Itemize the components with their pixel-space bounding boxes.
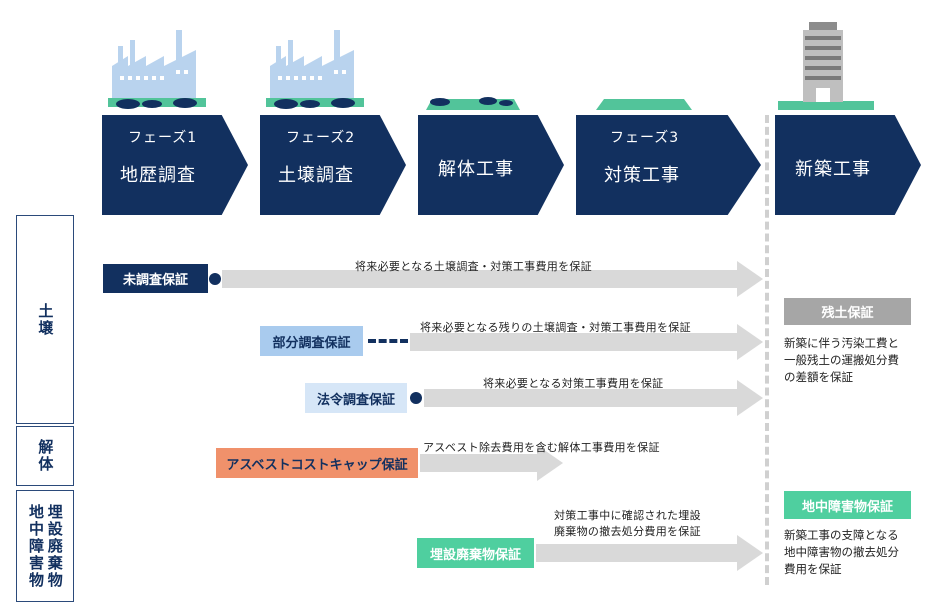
category-obstacle-label: 地中障害物 xyxy=(27,503,45,589)
phase-illustrations xyxy=(108,22,874,110)
underground-obstacle-guarantee-title: 地中障害物保証 xyxy=(784,491,911,519)
phase-2-sub: フェーズ2 xyxy=(286,130,356,146)
arrow-bar xyxy=(536,544,738,562)
phase-1-title: 地歴調査 xyxy=(120,165,196,186)
partial-survey-guarantee-desc: 将来必要となる残りの土壌調査・対策工事費用を保証 xyxy=(420,321,691,334)
category-waste-label: 埋設廃棄物 xyxy=(45,503,64,589)
phase-1-sub: フェーズ1 xyxy=(128,130,198,146)
phase-3-title: 対策工事 xyxy=(604,165,680,186)
surplus-soil-guarantee-desc-3: の差額を保証 xyxy=(784,370,853,384)
arrow-bar xyxy=(222,270,738,288)
start-dot xyxy=(410,392,422,404)
phase-demolition-title: 解体工事 xyxy=(438,159,514,180)
surplus-soil-guarantee-title: 残土保証 xyxy=(784,298,911,325)
dashed-line xyxy=(368,339,408,343)
phase-2: フェーズ2 土壌調査 xyxy=(260,115,406,215)
category-soil-label: 土壌 xyxy=(36,302,55,337)
buried-waste-guarantee-label: 埋設廃棄物保証 xyxy=(417,538,534,568)
arrow-bar xyxy=(410,333,738,351)
buried-waste-guarantee-desc-line1: 対策工事中に確認された埋設 xyxy=(554,509,701,522)
underground-obstacle-guarantee-desc-1: 新築工事の支障となる xyxy=(784,528,899,542)
unsurveyed-guarantee-label: 未調査保証 xyxy=(103,264,208,293)
underground-obstacle-guarantee-desc-3: 費用を保証 xyxy=(784,562,842,576)
arrow-head xyxy=(737,324,763,360)
category-soil: 土壌 xyxy=(16,215,74,424)
phase-2-title: 土壌調査 xyxy=(278,165,354,186)
phase-3-sub: フェーズ3 xyxy=(610,130,680,146)
underground-obstacle-guarantee-desc-2: 地中障害物の撤去処分 xyxy=(784,545,899,559)
asbestos-guarantee-desc: アスベスト除去費用を含む解体工事費用を保証 xyxy=(423,441,660,454)
ground-rubble-icon xyxy=(426,97,520,110)
unsurveyed-guarantee-desc: 将来必要となる土壌調査・対策工事費用を保証 xyxy=(355,260,592,273)
legal-survey-guarantee-desc: 将来必要となる対策工事費用を保証 xyxy=(483,377,664,390)
arrow-bar xyxy=(420,454,538,472)
category-demolition: 解体 xyxy=(16,426,74,486)
phase-construction-title: 新築工事 xyxy=(795,159,871,180)
legal-survey-guarantee-label: 法令調査保証 xyxy=(305,383,407,413)
category-demolition-label: 解体 xyxy=(36,439,55,473)
start-dot xyxy=(209,273,221,285)
arrow-head xyxy=(737,535,763,571)
surplus-soil-guarantee-desc-1: 新築に伴う汚染工費と xyxy=(784,336,899,350)
category-buried: 地中障害物 埋設廃棄物 xyxy=(16,490,74,602)
arrow-head xyxy=(737,380,763,416)
buried-waste-guarantee-desc-line2: 廃棄物の撤去処分費用を保証 xyxy=(554,525,701,538)
building-icon xyxy=(778,22,874,110)
factory-icon xyxy=(266,30,364,109)
divider xyxy=(765,115,769,585)
asbestos-guarantee-label: アスベストコストキャップ保証 xyxy=(216,448,418,478)
surplus-soil-guarantee-desc-2: 一般残土の運搬処分費 xyxy=(784,353,899,367)
phase-3: フェーズ3 対策工事 xyxy=(576,115,761,215)
arrow-bar xyxy=(424,389,738,407)
arrow-head xyxy=(737,261,763,297)
phase-demolition: 解体工事 xyxy=(418,115,564,215)
ground-flat-icon xyxy=(596,99,692,110)
partial-survey-guarantee-label: 部分調査保証 xyxy=(260,326,363,356)
factory-icon xyxy=(108,30,206,109)
phase-1: フェーズ1 地歴調査 xyxy=(102,115,248,215)
arrow-head xyxy=(537,445,563,481)
phase-construction: 新築工事 xyxy=(775,115,921,215)
